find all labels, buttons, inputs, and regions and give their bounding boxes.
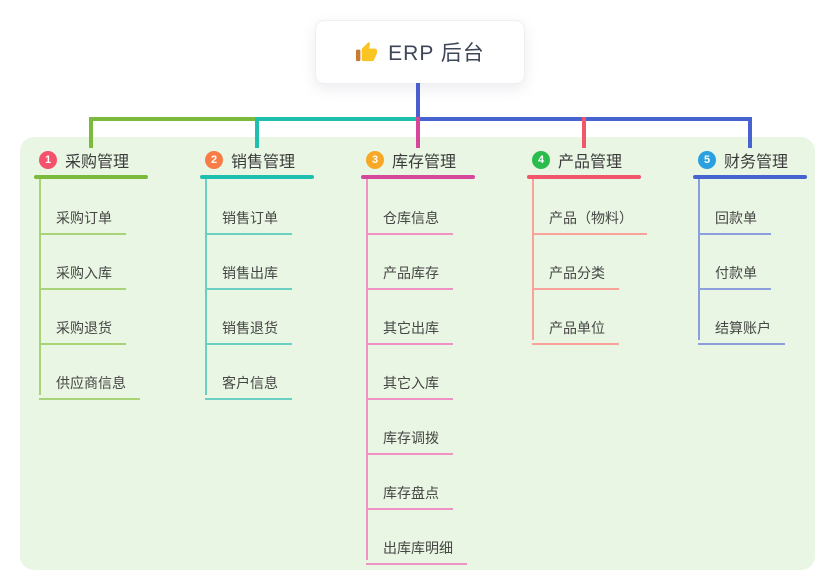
- branch-3-child-2[interactable]: 产品库存: [366, 257, 453, 290]
- root-title: ERP 后台: [388, 42, 485, 65]
- branch-3-child-6[interactable]: 库存盘点: [366, 477, 453, 510]
- branch-3-child-5-label: 库存调拨: [383, 430, 439, 446]
- branch-2-number-badge: 2: [205, 151, 223, 169]
- branch-2-children-connector-line: [205, 179, 207, 395]
- branch-3-child-2-label: 产品库存: [383, 265, 439, 281]
- branch-3-child-3[interactable]: 其它出库: [366, 312, 453, 345]
- branch-4-child-3[interactable]: 产品单位: [532, 312, 619, 345]
- branch-5-child-1[interactable]: 回款单: [698, 202, 771, 235]
- branch-5-header[interactable]: 5 财务管理: [693, 147, 788, 173]
- branch-3-child-3-label: 其它出库: [383, 320, 439, 336]
- branch-2-child-2-label: 销售出库: [222, 265, 278, 281]
- branch-1-child-2-label: 采购入库: [56, 265, 112, 281]
- branch-4-header[interactable]: 4 产品管理: [527, 147, 622, 173]
- branch-1-child-2[interactable]: 采购入库: [39, 257, 126, 290]
- branch-2-underline: [200, 175, 314, 179]
- branch-1-child-1[interactable]: 采购订单: [39, 202, 126, 235]
- branch-4-label: 产品管理: [558, 154, 623, 171]
- branch-5-drop-line: [748, 117, 752, 148]
- branch-4-child-2[interactable]: 产品分类: [532, 257, 619, 290]
- bus-segment-teal: [257, 117, 418, 121]
- branch-3-child-1-label: 仓库信息: [383, 210, 439, 226]
- branch-5-child-2-label: 付款单: [715, 265, 757, 281]
- branch-2-child-3[interactable]: 销售退货: [205, 312, 292, 345]
- branch-4-drop-line: [582, 117, 586, 148]
- branch-3-number-badge: 3: [366, 151, 384, 169]
- branch-4-child-2-label: 产品分类: [549, 265, 605, 281]
- branch-1-underline: [34, 175, 148, 179]
- branch-3-child-4-label: 其它入库: [383, 375, 439, 391]
- branch-1-header[interactable]: 1 采购管理: [34, 147, 129, 173]
- branch-2-child-1-label: 销售订单: [222, 210, 278, 226]
- branch-2-child-1[interactable]: 销售订单: [205, 202, 292, 235]
- branch-3-child-1[interactable]: 仓库信息: [366, 202, 453, 235]
- root-connector-line: [416, 83, 420, 121]
- branch-5-number-badge: 5: [698, 151, 716, 169]
- branch-5-child-3-label: 结算账户: [715, 320, 771, 336]
- branch-2-child-3-label: 销售退货: [222, 320, 278, 336]
- branch-3-children-connector-line: [366, 179, 368, 560]
- branch-3-drop-line: [416, 117, 420, 148]
- branch-5-child-3[interactable]: 结算账户: [698, 312, 785, 345]
- branch-1-children-connector-line: [39, 179, 41, 395]
- branch-2-child-4[interactable]: 客户信息: [205, 367, 292, 400]
- thumbs-up-icon: [356, 41, 378, 61]
- branch-3-child-4[interactable]: 其它入库: [366, 367, 453, 400]
- branch-2-header[interactable]: 2 销售管理: [200, 147, 295, 173]
- branch-2-drop-line: [255, 117, 259, 148]
- branch-3-label: 库存管理: [392, 154, 457, 171]
- branch-1-drop-line: [89, 117, 93, 148]
- root-node-erp[interactable]: ERP 后台: [315, 20, 525, 84]
- branch-5-child-1-label: 回款单: [715, 210, 757, 226]
- branch-4-underline: [527, 175, 641, 179]
- branches-panel: [20, 137, 815, 570]
- bus-segment-green: [89, 117, 257, 121]
- branch-3-header[interactable]: 3 库存管理: [361, 147, 456, 173]
- branch-3-child-5[interactable]: 库存调拨: [366, 422, 453, 455]
- branch-1-number-badge: 1: [39, 151, 57, 169]
- branch-2-child-2[interactable]: 销售出库: [205, 257, 292, 290]
- branch-1-child-1-label: 采购订单: [56, 210, 112, 226]
- branch-1-child-3[interactable]: 采购退货: [39, 312, 126, 345]
- branch-2-child-4-label: 客户信息: [222, 375, 278, 391]
- branch-1-child-3-label: 采购退货: [56, 320, 112, 336]
- branch-3-child-7[interactable]: 出库库明细: [366, 532, 467, 565]
- branch-3-child-7-label: 出库库明细: [383, 540, 453, 556]
- branch-4-child-1-label: 产品（物料）: [549, 210, 633, 226]
- branch-4-child-3-label: 产品单位: [549, 320, 605, 336]
- branch-5-label: 财务管理: [724, 154, 789, 171]
- branch-3-child-6-label: 库存盘点: [383, 485, 439, 501]
- branch-1-label: 采购管理: [65, 154, 130, 171]
- branch-3-underline: [361, 175, 475, 179]
- branch-5-underline: [693, 175, 807, 179]
- branch-4-children-connector-line: [532, 179, 534, 340]
- branch-4-child-1[interactable]: 产品（物料）: [532, 202, 647, 235]
- branch-2-label: 销售管理: [231, 154, 296, 171]
- branch-5-children-connector-line: [698, 179, 700, 340]
- branch-4-number-badge: 4: [532, 151, 550, 169]
- branch-1-child-4-label: 供应商信息: [56, 375, 126, 391]
- branch-5-child-2[interactable]: 付款单: [698, 257, 771, 290]
- branch-1-child-4[interactable]: 供应商信息: [39, 367, 140, 400]
